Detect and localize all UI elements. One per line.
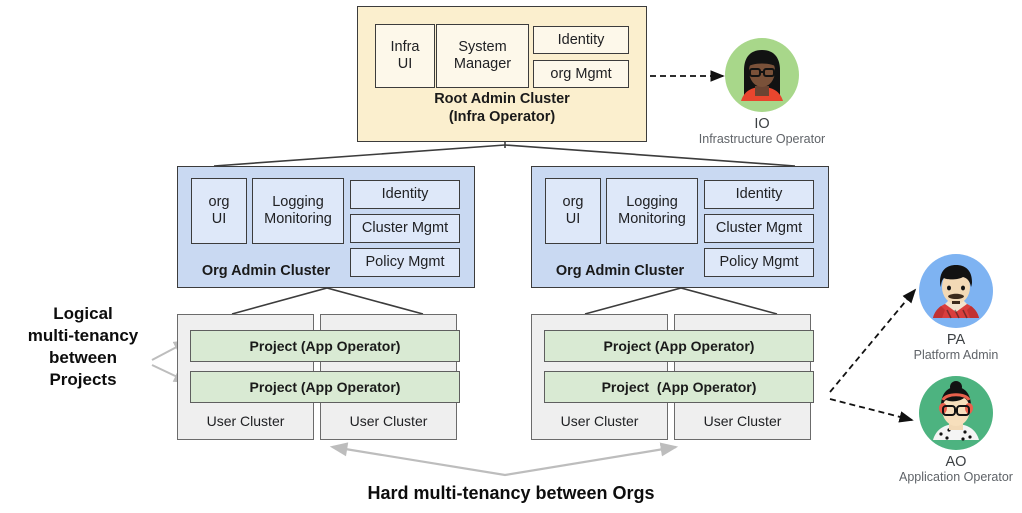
org-left-component-identity[interactable]: Identity <box>350 180 460 209</box>
persona-pa: PA Platform Admin <box>890 254 1022 363</box>
user-cluster-left-1-label: User Cluster <box>206 413 285 429</box>
persona-ao-abbr: AO <box>945 454 967 470</box>
org-right-component-policy-mgmt[interactable]: Policy Mgmt <box>704 248 814 277</box>
hard-multitenancy-caption: Hard multi-tenancy between Orgs <box>367 483 655 503</box>
org-right-component-identity[interactable]: Identity <box>704 180 814 209</box>
root-admin-cluster-title: Root Admin Cluster (Infra Operator) <box>357 90 647 126</box>
avatar-pa-icon <box>933 265 979 319</box>
avatar-infrastructure-operator <box>725 38 799 112</box>
project-right-2[interactable]: Project (App Operator) <box>544 371 814 403</box>
project-right-1[interactable]: Project (App Operator) <box>544 330 814 362</box>
root-component-system-manager[interactable]: System Manager <box>436 24 529 88</box>
persona-io-abbr: IO <box>754 116 770 132</box>
org-admin-cluster-left-title: Org Admin Cluster <box>201 263 331 279</box>
org-left-component-policy-mgmt[interactable]: Policy Mgmt <box>350 248 460 277</box>
org-left-component-cluster-mgmt[interactable]: Cluster Mgmt <box>350 214 460 243</box>
logical-multitenancy-caption: Logical multi-tenancy between Projects <box>27 304 139 389</box>
project-left-2[interactable]: Project (App Operator) <box>190 371 460 403</box>
avatar-platform-admin <box>919 254 993 328</box>
org-left-component-logging-monitoring[interactable]: Logging Monitoring <box>252 178 344 244</box>
user-cluster-left-2-label: User Cluster <box>349 413 428 429</box>
root-admin-cluster-title-line1: Root Admin Cluster <box>434 91 570 107</box>
persona-io-name: Infrastructure Operator <box>698 132 826 146</box>
avatar-io-icon <box>741 50 783 101</box>
org-admin-cluster-right-title: Org Admin Cluster <box>555 263 685 279</box>
persona-ao: AO Application Operator <box>890 376 1022 485</box>
root-admin-cluster-title-line2: (Infra Operator) <box>448 109 556 125</box>
persona-pa-abbr: PA <box>946 332 966 348</box>
org-left-component-org-ui[interactable]: org UI <box>191 178 247 244</box>
org-right-component-org-ui[interactable]: org UI <box>545 178 601 244</box>
root-component-infra-ui[interactable]: Infra UI <box>375 24 435 88</box>
root-component-org-mgmt[interactable]: org Mgmt <box>533 60 629 88</box>
persona-ao-name: Application Operator <box>899 470 1013 484</box>
user-cluster-right-2-label: User Cluster <box>703 413 782 429</box>
root-component-identity[interactable]: Identity <box>533 26 629 54</box>
avatar-ao-icon <box>933 381 979 441</box>
org-right-component-logging-monitoring[interactable]: Logging Monitoring <box>606 178 698 244</box>
user-cluster-right-1-label: User Cluster <box>560 413 639 429</box>
persona-pa-name: Platform Admin <box>913 348 999 362</box>
persona-io: IO Infrastructure Operator <box>696 38 828 147</box>
org-right-component-cluster-mgmt[interactable]: Cluster Mgmt <box>704 214 814 243</box>
project-left-1[interactable]: Project (App Operator) <box>190 330 460 362</box>
avatar-application-operator <box>919 376 993 450</box>
